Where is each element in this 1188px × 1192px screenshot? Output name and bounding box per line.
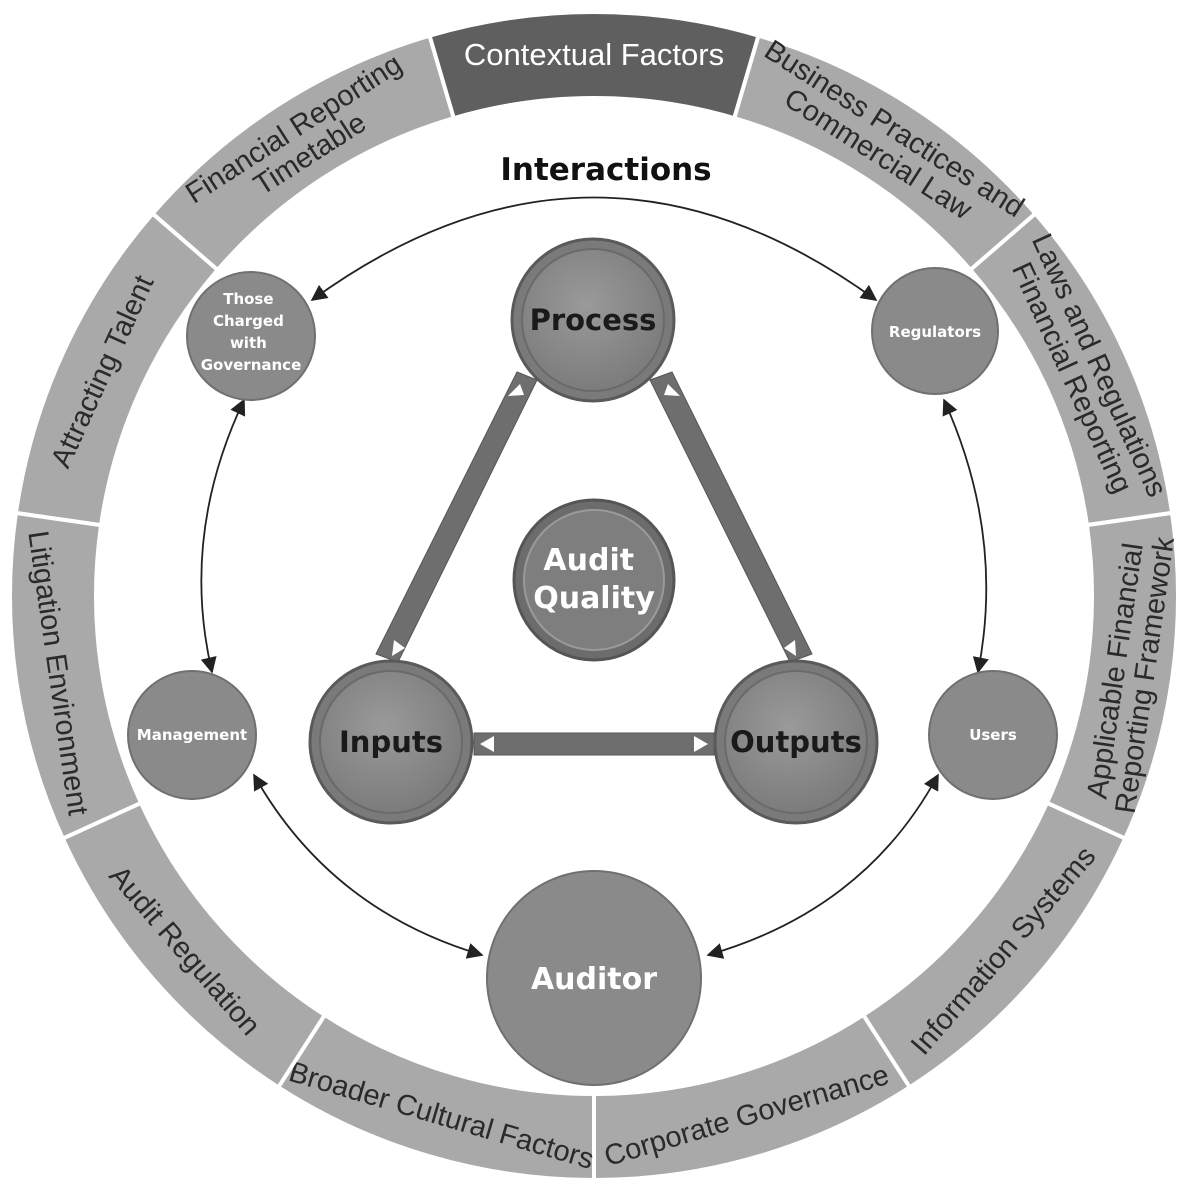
bar-inputs-outputs [473,732,715,756]
bar-inputs-process [375,371,538,663]
bar-arrow-icon [784,640,796,656]
interaction-arrows [200,196,989,959]
bar-arrow-icon [480,736,494,752]
ring-label-information-systems: Information Systems [905,841,1102,1062]
users-label: Users [969,726,1017,744]
stakeholder-regulators: Regulators [871,267,999,395]
outputs-label: Outputs [730,725,862,759]
core-outputs: Outputs [713,659,879,825]
bar-arrow-icon [508,384,524,396]
ring-label-line: Information Systems [905,841,1102,1062]
regulators-label: Regulators [889,323,981,341]
governance-label-line: Charged [213,312,284,330]
core-inputs: Inputs [308,659,474,825]
bar-arrow-icon [694,736,708,752]
arrow-governance-regulators [310,196,878,301]
bar-arrow-icon [392,640,405,656]
svg-text:Those Charged with: Those Charged with Governance [201,290,302,374]
interactions-label: Interactions [500,152,711,188]
stakeholder-governance: Those Charged with Governance [186,271,316,401]
audit-quality-label-line: Quality [533,581,655,616]
audit-quality-label-line: Audit [543,543,634,578]
governance-label-line: Those [223,290,273,308]
arrow-users-auditor [706,773,939,959]
core-audit-quality: Audit Quality [512,498,676,662]
stakeholder-users: Users [928,670,1058,800]
process-label: Process [530,303,657,337]
arrow-management-auditor [253,773,484,959]
auditor-label: Auditor [531,962,657,997]
stakeholder-auditor: Auditor [486,870,702,1086]
arrow-regulators-users [942,398,989,674]
svg-text:Audit Quality: Audit Quality [533,543,655,616]
bar-arrow-icon [664,384,680,396]
core-process: Process [510,237,676,403]
ring-label-line: Contextual Factors [464,37,724,72]
management-label: Management [137,726,247,744]
arrow-governance-management [200,398,246,674]
process-triangle [375,371,813,756]
governance-label-line: Governance [201,356,302,374]
stakeholder-management: Management [127,670,257,800]
ring-label-contextual-factors: Contextual Factors [464,37,724,72]
governance-label-line: with [230,334,267,352]
ring-segment-financial-reporting-timetable [149,33,457,273]
inputs-label: Inputs [339,725,443,759]
bar-process-outputs [649,371,813,663]
